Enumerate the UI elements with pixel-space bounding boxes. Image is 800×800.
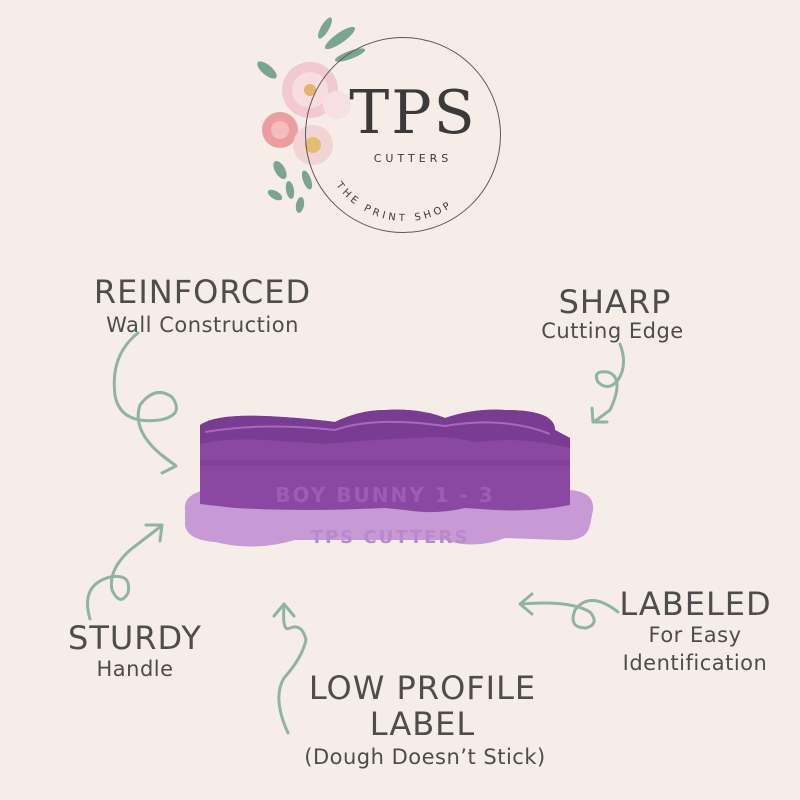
- labeled-arrow-icon: [518, 592, 620, 630]
- logo-tagline: THE PRINT SHOP: [333, 179, 455, 224]
- logo-sub-text: CUTTERS: [373, 152, 453, 165]
- low-profile-title-line1: LOW PROFILE: [308, 669, 537, 707]
- sharp-title: SHARP: [558, 283, 672, 321]
- embossed-name-text: BOY BUNNY 1 - 3: [275, 483, 494, 507]
- low-profile-title-line2: LABEL: [369, 705, 476, 743]
- labeled-subtitle-line2: Identification: [622, 651, 768, 675]
- reinforced-arrow-icon: [112, 331, 178, 475]
- cookie-cutter-image: BOY BUNNY 1 - 3 TPS CUTTERS: [184, 409, 594, 548]
- low-profile-arrow-icon: [272, 602, 308, 735]
- sturdy-title: STURDY: [68, 619, 202, 657]
- sharp-subtitle: Cutting Edge: [541, 319, 684, 343]
- sturdy-arrow-icon: [86, 523, 164, 621]
- labeled-title: LABELED: [619, 585, 772, 623]
- logo-main-text: TPS: [349, 78, 477, 148]
- logo-ring: [305, 37, 501, 233]
- labeled-subtitle-line1: For Easy: [648, 623, 742, 647]
- logo-tagline-text: THE PRINT SHOP: [333, 179, 452, 224]
- svg-text:THE PRINT SHOP: THE PRINT SHOP: [333, 179, 455, 224]
- low-profile-subtitle: (Dough Doesn’t Stick): [304, 745, 546, 769]
- embossed-brand-text: TPS CUTTERS: [311, 527, 470, 548]
- sturdy-subtitle: Handle: [96, 657, 174, 681]
- reinforced-title: REINFORCED: [93, 273, 312, 311]
- sharp-arrow-icon: [590, 342, 625, 424]
